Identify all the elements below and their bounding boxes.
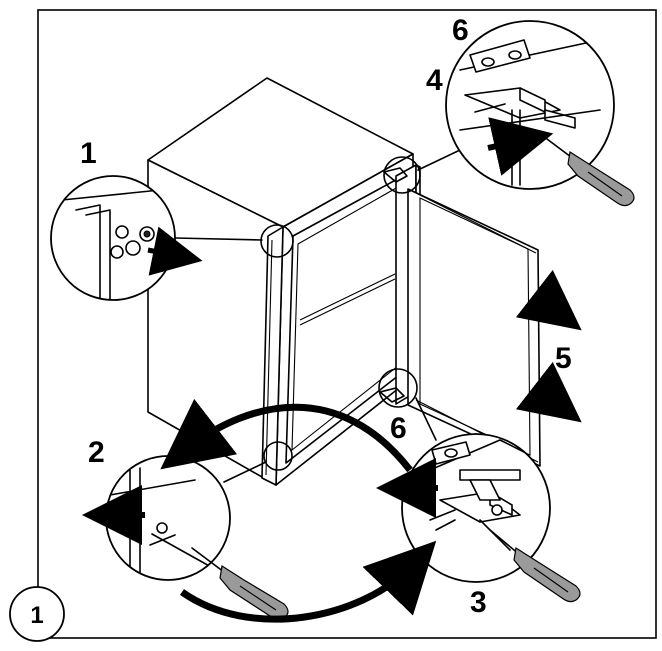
direction-arrow-icon (160, 398, 437, 623)
screwdriver-icon (534, 129, 635, 207)
callout-4: 4 (426, 64, 443, 97)
callout-1: 1 (80, 137, 97, 170)
direction-arrow-icon (515, 269, 582, 423)
callout-6-top: 6 (452, 14, 469, 47)
refrigerator-cabinet-icon (147, 77, 414, 486)
detail-circle-top-hinge (383, 156, 421, 194)
detail-view-4 (445, 20, 615, 190)
detail-view-1 (50, 175, 203, 301)
callout-5: 5 (555, 342, 572, 375)
detail-view-2 (82, 455, 231, 581)
detail-circle-top-left (260, 224, 294, 258)
detail-circle-bottom-left (263, 441, 293, 471)
figure-number-badge: 1 (9, 586, 65, 642)
screwdriver-icon (489, 529, 581, 603)
detail-view-3 (376, 433, 551, 583)
figure-frame (37, 9, 657, 639)
figure-number: 1 (30, 602, 43, 629)
callout-3: 3 (470, 586, 487, 619)
callout-6-bottom: 6 (390, 412, 407, 445)
callout-2: 2 (88, 436, 105, 469)
detail-circle-bottom-hinge (378, 368, 418, 408)
